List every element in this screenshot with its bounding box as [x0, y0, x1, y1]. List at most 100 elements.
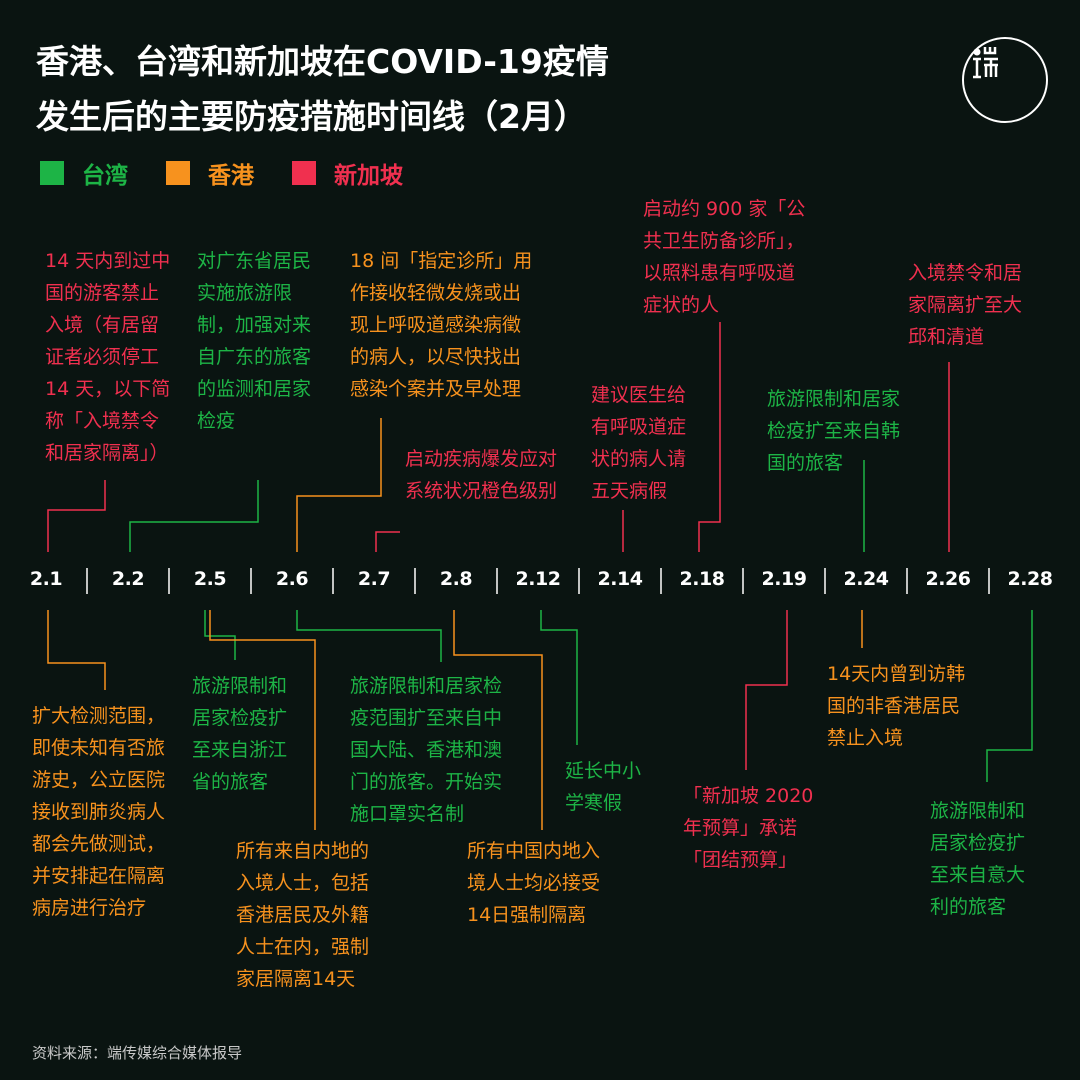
title-line-1: 香港、台湾和新加坡在COVID-19疫情 — [36, 42, 609, 81]
connector-line — [47, 610, 106, 690]
event-note-line: 旅游限制和 — [192, 675, 288, 697]
page-title: 香港、台湾和新加坡在COVID-19疫情 发生后的主要防疫措施时间线（2月） — [36, 34, 756, 144]
event-note-line: 都会先做测试， — [32, 833, 166, 855]
connector-line — [375, 531, 400, 552]
date-label: 2.24 — [843, 568, 889, 590]
logo-glyph-icon — [973, 47, 998, 79]
event-note-line: 五天病假 — [591, 480, 668, 502]
event-note-line: 香港居民及外籍 — [236, 904, 370, 926]
event-note-line: 门的旅客。开始实 — [350, 771, 503, 793]
event-note: 对广东省居民实施旅游限制，加强对来自广东的旅客的监测和居家检疫 — [197, 245, 311, 437]
event-note-line: 14 天内到过中 — [45, 250, 171, 272]
source-note: 资料来源：端传媒综合媒体报导 — [32, 1044, 243, 1062]
event-note-line: 并安排起在隔离 — [32, 865, 166, 887]
event-note-line: 旅游限制和居家 — [767, 388, 901, 410]
event-note-line: 制，加强对来 — [197, 314, 312, 336]
event-note-line: 境人士均必接受 — [467, 872, 601, 894]
event-note-line: 接收到肺炎病人 — [32, 801, 166, 823]
date-label: 2.5 — [193, 568, 227, 590]
connector-line — [209, 610, 316, 830]
event-note-line: 入境（有居留 — [45, 314, 160, 336]
event-note-line: 检疫 — [197, 410, 236, 432]
event-note: 旅游限制和居家检疫扩至来自意大利的旅客 — [930, 795, 1025, 923]
event-note: 14天内曾到访韩国的非香港居民禁止入境 — [827, 658, 965, 754]
event-note-line: 共卫生防备诊所」， — [643, 230, 805, 252]
event-note-line: 启动疾病爆发应对 — [405, 448, 558, 470]
event-note-line: 自广东的旅客 — [197, 346, 312, 368]
legend-swatch-singapore — [292, 161, 316, 185]
title-line-2: 发生后的主要防疫措施时间线（2月） — [36, 97, 587, 136]
event-note: 旅游限制和居家检疫扩至来自浙江省的旅客 — [192, 670, 287, 798]
event-note: 所有来自内地的入境人士，包括香港居民及外籍人士在内，强制家居隔离14天 — [236, 835, 369, 995]
event-note-line: 家隔离扩至大 — [908, 294, 1023, 316]
event-note-line: 「团结预算」 — [683, 849, 798, 871]
event-note-line: 14 天，以下简 — [45, 378, 171, 400]
event-note-line: 建议医生给 — [591, 384, 687, 406]
event-note-line: 的监测和居家 — [197, 378, 312, 400]
event-note: 旅游限制和居家检疫范围扩至来自中国大陆、香港和澳门的旅客。开始实施口罩实名制 — [350, 670, 502, 830]
legend-label-hongkong: 香港 — [208, 163, 254, 189]
event-note-line: 14天内曾到访韩 — [827, 663, 966, 685]
event-note-line: 检疫扩至来自韩 — [767, 420, 901, 442]
event-note-line: 家居隔离14天 — [236, 968, 356, 990]
legend-swatch-hongkong — [166, 161, 190, 185]
event-note-line: 18 间「指定诊所」用 — [350, 250, 533, 272]
event-note-line: 扩大检测范围， — [32, 705, 166, 727]
legend-swatch-taiwan — [40, 161, 64, 185]
event-note-line: 感染个案并及早处理 — [350, 378, 522, 400]
event-note-line: 至来自意大 — [930, 864, 1026, 886]
event-note-line: 实施旅游限 — [197, 282, 293, 304]
event-note-line: 症状的人 — [643, 294, 720, 316]
event-note-line: 系统状况橙色级别 — [405, 480, 558, 502]
event-note-line: 14日强制隔离 — [467, 904, 587, 926]
event-note-line: 病房进行治疗 — [32, 897, 147, 919]
event-note: 18 间「指定诊所」用作接收轻微发烧或出现上呼吸道感染病徵的病人，以尽快找出感染… — [350, 245, 532, 405]
connector-line — [540, 610, 578, 745]
event-note-line: 所有中国内地入 — [467, 840, 601, 862]
event-note-line: 居家检疫扩 — [930, 832, 1026, 854]
event-note-line: 证者必须停工 — [45, 346, 160, 368]
event-note-line: 省的旅客 — [192, 771, 269, 793]
event-note-line: 旅游限制和 — [930, 800, 1026, 822]
legend-item-singapore: 新加坡 — [292, 156, 403, 190]
event-note-line: 对广东省居民 — [197, 250, 312, 272]
date-label: 2.14 — [597, 568, 643, 590]
date-label: 2.2 — [111, 568, 145, 590]
date-label: 2.6 — [275, 568, 309, 590]
connector-line — [296, 610, 442, 662]
legend-item-taiwan: 台湾 — [40, 156, 128, 190]
event-note-line: 有呼吸道症 — [591, 416, 687, 438]
event-note-line: 现上呼吸道感染病徵 — [350, 314, 522, 336]
event-note-line: 施口罩实名制 — [350, 803, 465, 825]
event-note-line: 学寒假 — [565, 792, 623, 814]
date-label: 2.18 — [679, 568, 725, 590]
event-note-line: 入境禁令和居 — [908, 262, 1023, 284]
initium-logo — [962, 37, 1048, 123]
event-note-line: 作接收轻微发烧或出 — [350, 282, 522, 304]
date-label: 2.28 — [1007, 568, 1053, 590]
event-note-line: 游史，公立医院 — [32, 769, 166, 791]
event-note-line: 以照料患有呼吸道 — [643, 262, 796, 284]
legend-item-hongkong: 香港 — [166, 156, 254, 190]
connector-line — [453, 610, 543, 830]
event-note-line: 状的病人请 — [591, 448, 687, 470]
date-label: 2.12 — [515, 568, 561, 590]
event-note: 扩大检测范围，即使未知有否旅游史，公立医院接收到肺炎病人都会先做测试，并安排起在… — [32, 700, 165, 924]
connector-line — [47, 480, 106, 552]
event-note: 建议医生给有呼吸道症状的病人请五天病假 — [591, 379, 686, 507]
event-note-line: 利的旅客 — [930, 896, 1007, 918]
event-note-line: 国的旅客 — [767, 452, 844, 474]
date-label: 2.7 — [357, 568, 391, 590]
event-note: 延长中小学寒假 — [565, 755, 641, 819]
connector-line — [204, 610, 236, 660]
event-note-line: 入境人士，包括 — [236, 872, 370, 894]
legend-label-taiwan: 台湾 — [82, 163, 128, 189]
event-note-line: 国的游客禁止 — [45, 282, 160, 304]
connector-line — [745, 610, 788, 770]
event-note: 所有中国内地入境人士均必接受 14日强制隔离 — [467, 835, 600, 931]
event-note-line: 国的非香港居民 — [827, 695, 961, 717]
event-note-line: 所有来自内地的 — [236, 840, 370, 862]
date-label: 2.1 — [29, 568, 63, 590]
